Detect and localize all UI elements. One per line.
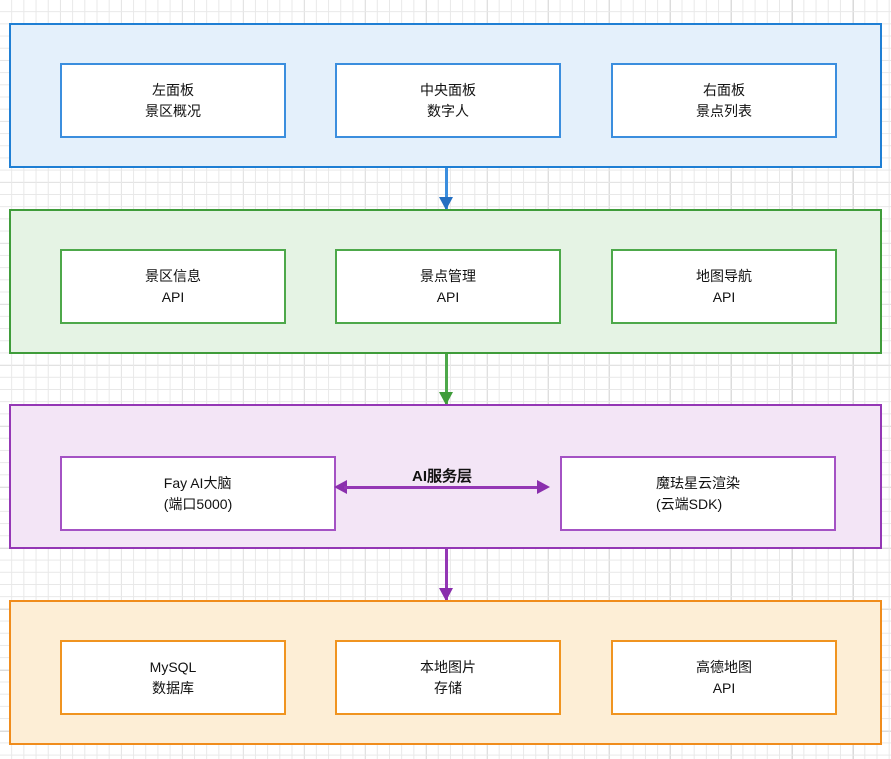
layer-api[interactable]: 景区信息 API 景点管理 API 地图导航 API: [9, 209, 882, 354]
node-fay-ai-brain[interactable]: Fay AI大脑 (端口5000): [60, 456, 336, 531]
layer-presentation[interactable]: 左面板 景区概况 中央面板 数字人 右面板 景点列表: [9, 23, 882, 168]
node-map-navigation-api-line1: 地图导航: [696, 268, 752, 285]
node-local-image-storage-line2: 存储: [434, 679, 462, 696]
node-amap-api[interactable]: 高德地图 API: [611, 640, 837, 715]
node-attraction-mgmt-api-line2: API: [436, 288, 460, 305]
node-center-panel[interactable]: 中央面板 数字人: [335, 63, 561, 138]
node-scenic-info-api-line1: 景区信息: [145, 268, 201, 285]
node-right-panel-line2: 景点列表: [696, 102, 752, 119]
node-amap-api-line1: 高德地图: [696, 659, 752, 676]
node-fay-ai-brain-line2: (端口5000): [163, 495, 233, 512]
arrow-shaft: [444, 549, 448, 600]
node-left-panel-line2: 景区概况: [145, 102, 201, 119]
node-right-panel[interactable]: 右面板 景点列表: [611, 63, 837, 138]
arrow-shaft: [344, 485, 540, 489]
node-left-panel[interactable]: 左面板 景区概况: [60, 63, 286, 138]
node-scenic-info-api[interactable]: 景区信息 API: [60, 249, 286, 324]
arrow-head-down-icon: [439, 392, 453, 405]
node-mysql-database[interactable]: MySQL 数据库: [60, 640, 286, 715]
node-left-panel-line1: 左面板: [152, 82, 194, 99]
layer-ai-service[interactable]: Fay AI大脑 (端口5000) 魔珐星云渲染 (云端SDK): [9, 404, 882, 549]
node-right-panel-line1: 右面板: [703, 82, 745, 99]
node-attraction-mgmt-api[interactable]: 景点管理 API: [335, 249, 561, 324]
node-mofa-cloud-render[interactable]: 魔珐星云渲染 (云端SDK): [560, 456, 836, 531]
node-local-image-storage-line1: 本地图片: [420, 659, 476, 676]
node-center-panel-line2: 数字人: [427, 102, 469, 119]
arrow-head-right-icon: [537, 480, 550, 494]
node-mysql-database-line2: 数据库: [152, 679, 194, 696]
layer-data[interactable]: MySQL 数据库 本地图片 存储 高德地图 API: [9, 600, 882, 745]
ai-service-layer-label: AI服务层: [411, 468, 472, 485]
node-attraction-mgmt-api-line1: 景点管理: [420, 268, 476, 285]
node-mysql-database-line1: MySQL: [149, 659, 197, 676]
arrow-head-down-icon: [439, 588, 453, 601]
arrow-shaft: [444, 354, 448, 404]
arrow-head-left-icon: [334, 480, 347, 494]
node-amap-api-line2: API: [712, 679, 736, 696]
arrow-shaft: [444, 168, 448, 209]
node-fay-ai-brain-line1: Fay AI大脑: [163, 475, 232, 492]
arrow-head-down-icon: [439, 197, 453, 210]
node-scenic-info-api-line2: API: [161, 288, 185, 305]
node-map-navigation-api[interactable]: 地图导航 API: [611, 249, 837, 324]
node-center-panel-line1: 中央面板: [420, 82, 476, 99]
node-mofa-cloud-render-line1: 魔珐星云渲染: [656, 475, 740, 492]
node-map-navigation-api-line2: API: [712, 288, 736, 305]
node-mofa-cloud-render-line2: (云端SDK): [656, 495, 723, 512]
node-local-image-storage[interactable]: 本地图片 存储: [335, 640, 561, 715]
